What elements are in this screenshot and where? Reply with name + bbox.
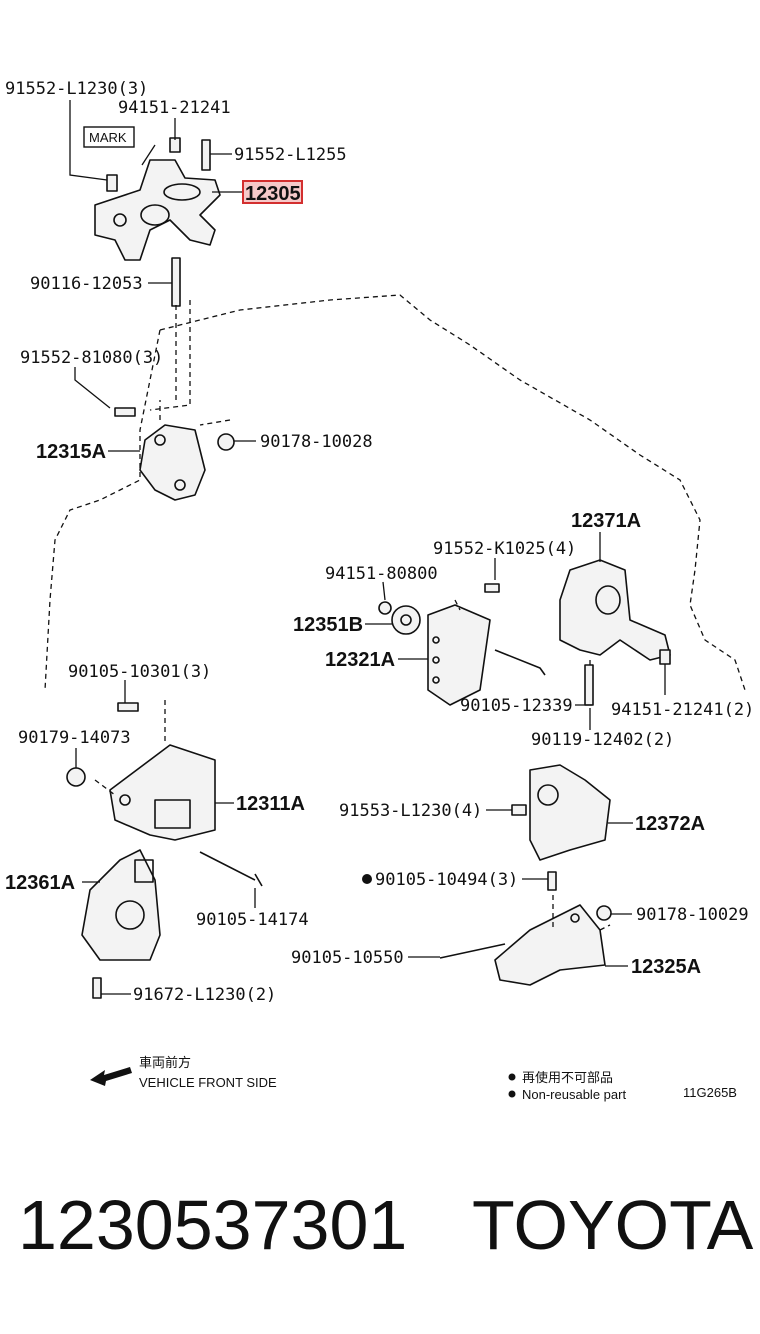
- bolt-94151-21241[interactable]: [169, 137, 181, 153]
- nonreusable-dot-90105-10494: [362, 874, 372, 884]
- label-91552-81080-3[interactable]: 91552-81080(3): [20, 348, 163, 368]
- bracket-12372A[interactable]: [529, 764, 611, 861]
- bolt-90105-12339[interactable]: [494, 649, 546, 676]
- footer-part-number: 1230537301: [18, 1186, 408, 1264]
- bracket-12325A[interactable]: [494, 904, 606, 986]
- legend-dot-icon-1: [508, 1073, 516, 1081]
- bolt-90105-10301[interactable]: [117, 702, 139, 712]
- label-90179-14073[interactable]: 90179-14073: [18, 728, 131, 748]
- nut-94151-80800[interactable]: [378, 601, 392, 615]
- bolt-90105-10550[interactable]: [439, 943, 506, 959]
- leader-lines: [69, 100, 666, 995]
- bracket-12321A[interactable]: [427, 604, 491, 706]
- diagram-code: 11G265B: [683, 1085, 737, 1100]
- label-90116-12053[interactable]: 90116-12053: [30, 274, 143, 294]
- bolt-94151-21241-2[interactable]: [659, 649, 671, 665]
- nut-90178-10029[interactable]: [596, 905, 612, 921]
- bracket-12315A[interactable]: [139, 424, 206, 501]
- mount-12371A[interactable]: [559, 559, 671, 661]
- label-12372A[interactable]: 12372A: [635, 813, 705, 835]
- mark-label: MARK: [89, 130, 127, 145]
- label-90105-10550[interactable]: 90105-10550: [291, 948, 404, 968]
- nut-90179-14073[interactable]: [66, 767, 86, 787]
- label-90119-12402-2[interactable]: 90119-12402(2): [531, 730, 674, 750]
- label-94151-80800[interactable]: 94151-80800: [325, 564, 438, 584]
- label-94151-21241-2[interactable]: 94151-21241(2): [611, 700, 754, 720]
- bolt-90105-14174[interactable]: [199, 851, 263, 887]
- bolt-91552-L1255[interactable]: [201, 139, 211, 171]
- nut-90178-10028[interactable]: [217, 433, 235, 451]
- bolt-90105-10494[interactable]: [547, 871, 557, 891]
- mount-12305[interactable]: [94, 159, 221, 261]
- label-91672-L1230-2[interactable]: 91672-L1230(2): [133, 985, 276, 1005]
- label-91552-L1230-3[interactable]: 91552-L1230(3): [5, 79, 148, 99]
- label-91552-K1025-4[interactable]: 91552-K1025(4): [433, 539, 576, 559]
- label-12325A[interactable]: 12325A: [631, 956, 701, 978]
- legend-nonreuse-jp: 再使用不可部品: [522, 1070, 613, 1085]
- label-90105-12339[interactable]: 90105-12339: [460, 696, 573, 716]
- label-90105-10301-3[interactable]: 90105-10301(3): [68, 662, 211, 682]
- label-90105-14174[interactable]: 90105-14174: [196, 910, 309, 930]
- label-91552-L1255[interactable]: 91552-L1255: [234, 145, 347, 165]
- bushing-12351B[interactable]: [391, 605, 421, 635]
- bolt-90119-12402[interactable]: [584, 664, 594, 706]
- label-12371A[interactable]: 12371A: [571, 510, 641, 532]
- label-90178-10029[interactable]: 90178-10029: [636, 905, 749, 925]
- legend-nonreuse-en: Non-reusable part: [522, 1087, 626, 1102]
- legend-front-jp: 車両前方: [139, 1055, 191, 1070]
- bolt-91553-L1230[interactable]: [511, 804, 527, 816]
- label-12311A[interactable]: 12311A: [236, 793, 305, 815]
- bolt-91552-K1025[interactable]: [484, 583, 500, 593]
- label-12351B[interactable]: 12351B: [293, 614, 363, 636]
- label-91553-L1230-4[interactable]: 91553-L1230(4): [339, 801, 482, 821]
- assembly-guides: [94, 305, 611, 931]
- label-12305[interactable]: 12305: [245, 183, 301, 205]
- mark-box: [83, 126, 135, 148]
- label-94151-21241[interactable]: 94151-21241: [118, 98, 231, 118]
- bracket-12311A[interactable]: [109, 744, 216, 841]
- legend-dot-icon-2: [508, 1090, 516, 1098]
- footer-brand: TOYOTA: [472, 1186, 754, 1264]
- engine-outline: [44, 294, 746, 691]
- front-arrow-icon: [90, 1067, 132, 1086]
- label-90105-10494-3[interactable]: 90105-10494(3): [375, 870, 518, 890]
- legend-front-en: VEHICLE FRONT SIDE: [139, 1075, 277, 1090]
- label-12315A[interactable]: 12315A: [36, 441, 106, 463]
- bolt-91672-L1230[interactable]: [92, 977, 102, 999]
- bolt-91552-L1230[interactable]: [106, 174, 118, 192]
- label-90178-10028[interactable]: 90178-10028: [260, 432, 373, 452]
- bolt-91552-81080[interactable]: [114, 407, 136, 417]
- mount-12361A[interactable]: [81, 849, 161, 961]
- label-12321A[interactable]: 12321A: [325, 649, 395, 671]
- label-12361A[interactable]: 12361A: [5, 872, 75, 894]
- highlight-box-12305: [242, 180, 303, 204]
- stud-90116-12053[interactable]: [171, 257, 181, 307]
